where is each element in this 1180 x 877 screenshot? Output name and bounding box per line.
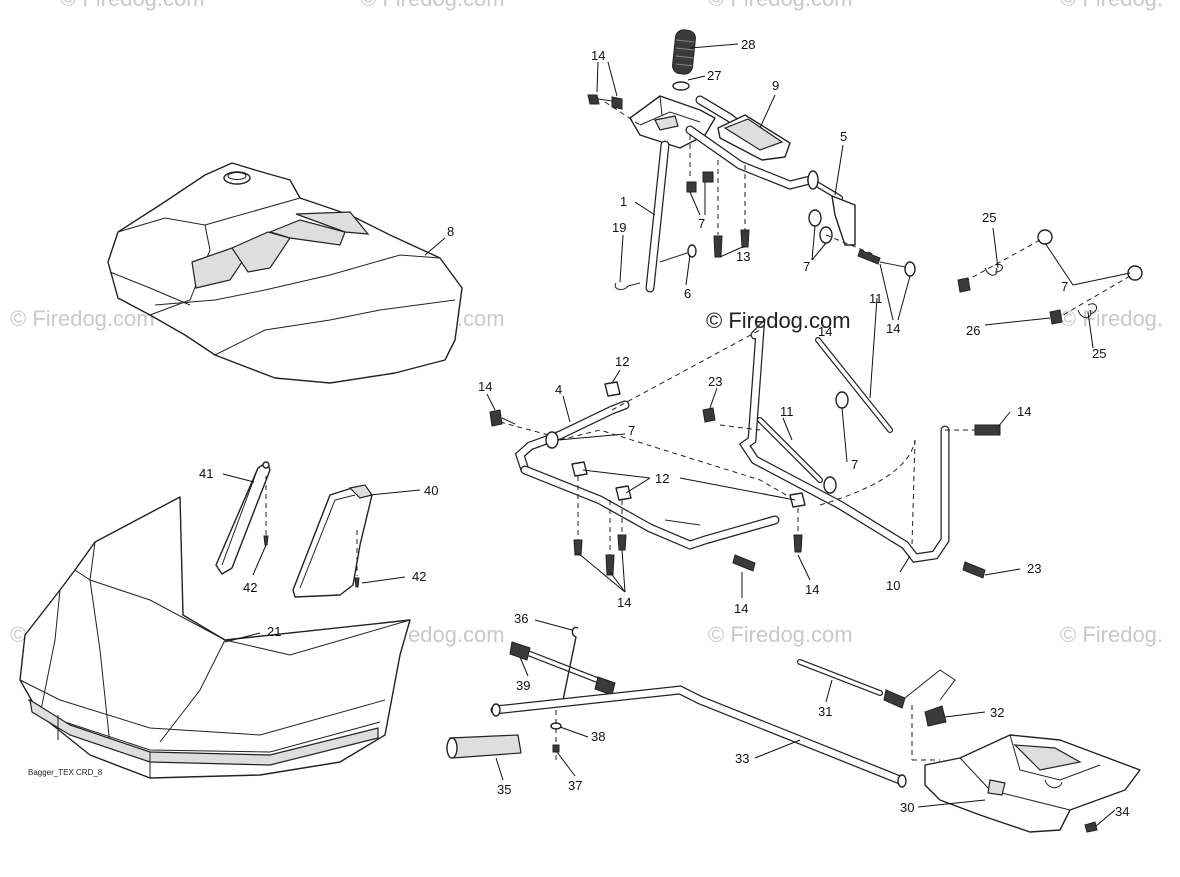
callout-9: 9 (772, 78, 779, 93)
callout-14: 14 (617, 595, 631, 610)
callout-42: 42 (412, 569, 426, 584)
callout-7: 7 (1061, 279, 1068, 294)
callout-25: 25 (1092, 346, 1106, 361)
callout-13: 13 (736, 249, 750, 264)
callout-38: 38 (591, 729, 605, 744)
callout-6: 6 (684, 286, 691, 301)
lift-frame-assembly (489, 318, 1001, 579)
callout-14: 14 (805, 582, 819, 597)
callout-11: 11 (780, 404, 794, 419)
callout-14: 14 (734, 601, 748, 616)
callout-42: 42 (243, 580, 257, 595)
callout-leaders (222, 43, 1131, 827)
callout-34: 34 (1115, 804, 1129, 819)
callout-14: 14 (591, 48, 605, 63)
callout-7: 7 (628, 423, 635, 438)
bagger-lid-part-8 (107, 162, 463, 384)
callout-5: 5 (840, 129, 847, 144)
watermark: © Firedog. (1060, 306, 1163, 331)
callout-14: 14 (886, 321, 900, 336)
callout-39: 39 (516, 678, 530, 693)
lower-handle-assembly (446, 626, 1141, 833)
watermark: © Firedog. (1060, 622, 1163, 647)
watermark: © Firedog.com (10, 306, 155, 331)
callout-40: 40 (424, 483, 438, 498)
callout-12: 12 (655, 471, 669, 486)
callout-31: 31 (818, 704, 832, 719)
callout-27: 27 (707, 68, 721, 83)
right-hardware-group (957, 229, 1143, 325)
callout-36: 36 (514, 611, 528, 626)
callout-1: 1 (620, 194, 627, 209)
callout-8: 8 (447, 224, 454, 239)
callout-7: 7 (698, 216, 705, 231)
callout-14: 14 (478, 379, 492, 394)
callout-33: 33 (735, 751, 749, 766)
watermark: © Firedog.com (60, 0, 205, 11)
watermark: © Firedog.com (360, 0, 505, 11)
callout-26: 26 (966, 323, 980, 338)
callout-4: 4 (555, 382, 562, 397)
callout-numbers: 28 27 9 14 5 1 19 6 7 13 7 14 25 7 26 25… (199, 37, 1129, 819)
watermark: © Firedog. (1060, 0, 1163, 11)
bag-strip-part-41 (215, 461, 271, 575)
callout-10: 10 (886, 578, 900, 593)
callout-30: 30 (900, 800, 914, 815)
callout-23: 23 (1027, 561, 1041, 576)
callout-14: 14 (1017, 404, 1031, 419)
grass-bag-part-21 (19, 496, 411, 779)
callout-23: 23 (708, 374, 722, 389)
callout-32: 32 (990, 705, 1004, 720)
callout-7: 7 (803, 259, 810, 274)
callout-14: 14 (818, 324, 832, 339)
callout-28: 28 (741, 37, 755, 52)
callout-12: 12 (615, 354, 629, 369)
watermark: © Firedog.com (708, 0, 853, 11)
callout-7: 7 (851, 457, 858, 472)
watermark: © Firedog.com (708, 622, 853, 647)
copyright-label: © Firedog.com (706, 308, 851, 333)
callout-19: 19 (612, 220, 626, 235)
callout-37: 37 (568, 778, 582, 793)
callout-11: 11 (869, 291, 883, 306)
callout-25: 25 (982, 210, 996, 225)
callout-35: 35 (497, 782, 511, 797)
diagram-caption: Bagger_TEX CRD_8 (28, 768, 103, 777)
lift-lever-assembly (587, 29, 916, 293)
callout-21: 21 (267, 624, 281, 639)
callout-41: 41 (199, 466, 213, 481)
bag-cover-part-40 (292, 484, 373, 598)
